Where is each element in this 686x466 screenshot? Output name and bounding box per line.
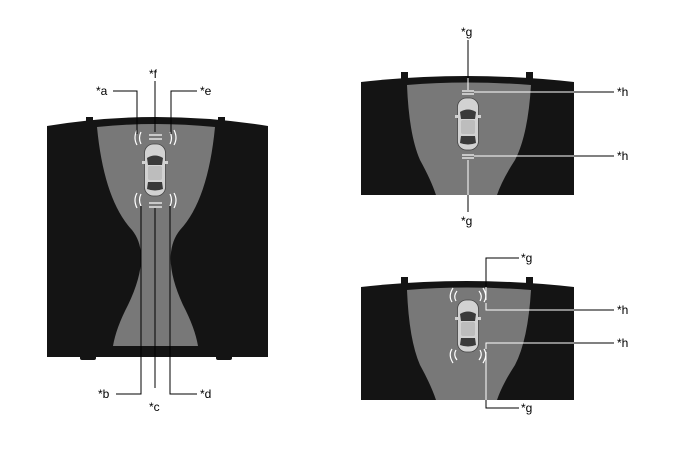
leader-d xyxy=(169,206,197,395)
top-right-panel: *g *h *h *g xyxy=(361,25,628,228)
leader-g-top xyxy=(485,257,519,287)
bottom-foot-left xyxy=(80,355,96,360)
vehicle-icon xyxy=(454,299,482,353)
label-c: *c xyxy=(149,400,160,414)
label-h-top: *h xyxy=(617,85,628,99)
detection-area xyxy=(97,124,215,346)
vehicle-icon xyxy=(141,143,169,197)
bottom-foot-right xyxy=(216,355,232,360)
label-d: *d xyxy=(200,387,211,401)
label-b: *b xyxy=(98,387,110,401)
leader-h-bottom xyxy=(485,342,574,349)
leader-b xyxy=(116,206,142,395)
label-g-top: *g xyxy=(521,251,532,265)
leader-g-bottom xyxy=(485,400,519,409)
vehicle-icon xyxy=(454,97,482,151)
leader-e xyxy=(170,90,197,134)
bottom-right-panel: *g *h *h *g xyxy=(361,251,628,415)
label-h-top: *h xyxy=(617,303,628,317)
front-sensor-group xyxy=(134,129,177,146)
mirror-mount-right xyxy=(526,72,533,82)
sensor-markers xyxy=(462,90,474,159)
mirror-mount-right xyxy=(218,117,225,127)
mirror-mount-right xyxy=(526,277,533,287)
leader-h-top xyxy=(485,303,574,311)
label-g-top: *g xyxy=(461,25,472,39)
mirror-mount-left xyxy=(86,117,93,127)
mirror-mount-left xyxy=(401,72,408,82)
leader-a xyxy=(113,90,138,134)
label-a: *a xyxy=(96,84,108,98)
mirror-mount-left xyxy=(401,277,408,287)
label-f: *f xyxy=(149,67,158,81)
label-e: *e xyxy=(200,84,212,98)
label-h-bottom: *h xyxy=(617,149,628,163)
label-h-bottom: *h xyxy=(617,336,628,350)
rear-sensor-group xyxy=(134,192,177,209)
left-panel: *a *f *e *b *c *d xyxy=(47,67,268,414)
label-g-bottom: *g xyxy=(461,214,472,228)
label-g-bottom: *g xyxy=(521,401,532,415)
